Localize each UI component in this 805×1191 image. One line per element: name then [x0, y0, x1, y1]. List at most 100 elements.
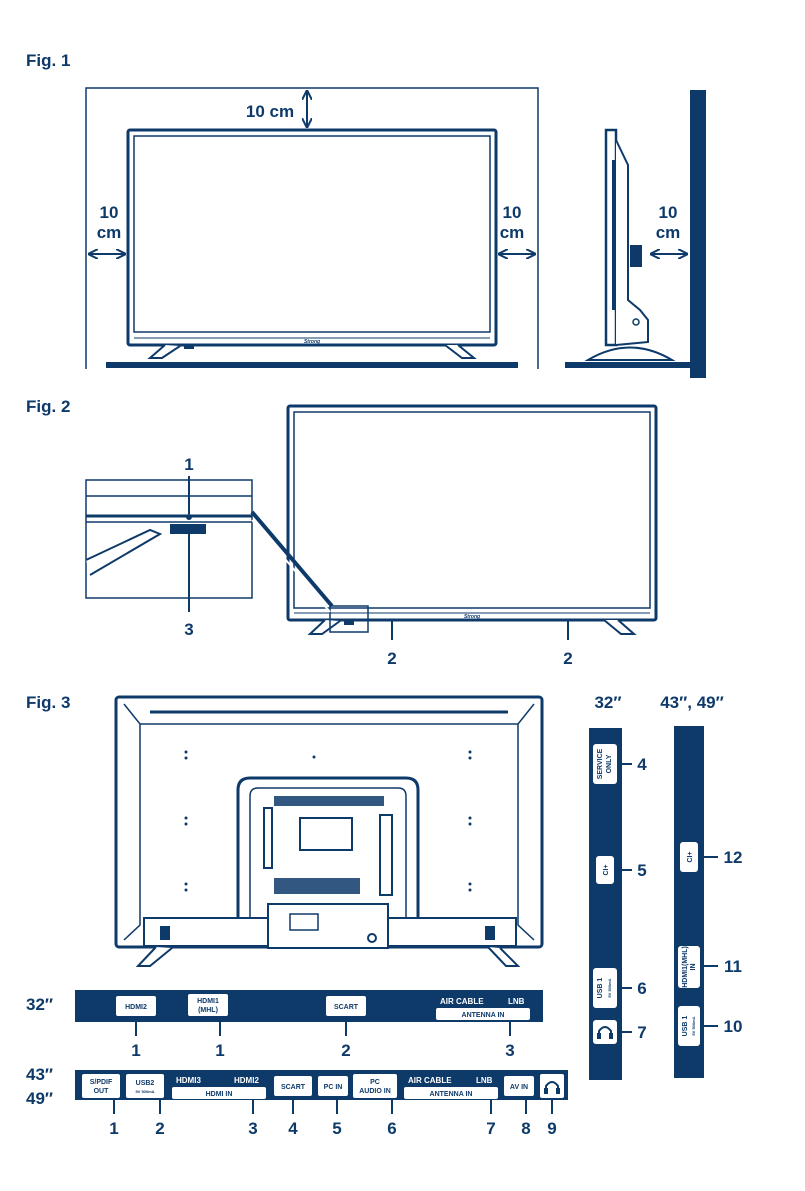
port-usb1-43-label: USB 1: [682, 1016, 689, 1037]
top-clearance-label: 10 cm: [246, 102, 294, 121]
antenna-in-43: ANTENNA IN: [430, 1091, 473, 1098]
headphone-icon: [597, 1026, 613, 1039]
bar43-num-3: 3: [248, 1119, 257, 1138]
port-usb1-32: [593, 968, 617, 1008]
right-clearance-num: 10: [503, 203, 522, 222]
callout-2-left: 2: [387, 649, 396, 668]
port-ci-32: [596, 856, 614, 884]
port-usb2-sub: 5V 500mA: [135, 1089, 154, 1094]
port-pc-audio-a: PC: [370, 1079, 380, 1086]
side-shelf: [565, 362, 690, 368]
right-clearance-unit: cm: [500, 223, 525, 242]
port-pc-in-label: PC IN: [324, 1084, 343, 1091]
fig2-title: Fig. 2: [26, 397, 70, 416]
svg-text:Strong: Strong: [464, 614, 480, 620]
port-usb1-32-label: USB 1: [597, 978, 604, 999]
port-av-in: [504, 1076, 534, 1096]
antenna-in-32-box: [436, 1008, 530, 1020]
callout-2-right: 2: [563, 649, 572, 668]
headphone-port-32: [593, 1020, 617, 1044]
bar32-num-2: 2: [341, 1041, 350, 1060]
hdmi2-label: HDMI2: [234, 1076, 259, 1085]
bar32-num-1a: 1: [131, 1041, 140, 1060]
bar43-num-1: 1: [109, 1119, 118, 1138]
air-cable-32: AIR CABLE: [440, 997, 484, 1006]
bar43-num-8: 8: [521, 1119, 530, 1138]
callout-3: 3: [184, 620, 193, 639]
bar43-num-7: 7: [486, 1119, 495, 1138]
num-10: 10: [724, 1017, 743, 1036]
lnb-32: LNB: [508, 997, 525, 1006]
num-7: 7: [637, 1023, 646, 1042]
port-hdmi2-32: [116, 996, 156, 1016]
port-hdmi1-43-label-b: IN: [690, 964, 697, 971]
air-cable-43: AIR CABLE: [408, 1076, 452, 1085]
hdmi-in-box: [172, 1087, 266, 1099]
port-service-label-b: ONLY: [606, 754, 613, 773]
num-11: 11: [724, 957, 742, 976]
bar32-num-1b: 1: [215, 1041, 224, 1060]
bar43-num-9: 9: [547, 1119, 556, 1138]
port-scart-43-label: SCART: [281, 1084, 306, 1091]
zoom-inset: [85, 476, 334, 613]
num-5: 5: [637, 861, 646, 880]
port-usb1-43-sub: 5V 500mA: [691, 1016, 696, 1035]
brand-logo: Strong: [304, 339, 320, 345]
port-usb2-label: USB2: [136, 1080, 155, 1087]
port-ci-32-label: CI+: [603, 864, 610, 875]
fig1-title: Fig. 1: [26, 51, 70, 70]
size-32-heading: 32″: [594, 693, 621, 712]
hdmi-in-label: HDMI IN: [206, 1091, 233, 1098]
antenna-in-43-box: [404, 1087, 498, 1099]
wall-clearance-unit: cm: [656, 223, 681, 242]
left-clearance-unit: cm: [97, 223, 122, 242]
headphone-port-43: [540, 1074, 564, 1098]
antenna-in-32: ANTENNA IN: [462, 1012, 505, 1019]
wall-clearance-num: 10: [659, 203, 678, 222]
port-pc-in: [318, 1076, 348, 1096]
bar43-num-5: 5: [332, 1119, 341, 1138]
clearance-frame: [85, 87, 539, 369]
fig3-title: Fig. 3: [26, 693, 70, 712]
port-usb1-43: [678, 1006, 700, 1046]
tv-side-view: [584, 128, 676, 361]
port-service-label-a: SERVICE: [597, 748, 604, 779]
headphone-icon: [544, 1081, 560, 1094]
port-ci-43: [680, 842, 698, 872]
port-spdif: [82, 1074, 120, 1098]
bar-32-label: 32″: [26, 995, 53, 1014]
port-scart-43: [274, 1076, 312, 1096]
bar-43-label: 43″: [26, 1065, 53, 1084]
tv-back-view: [114, 695, 544, 967]
port-scart-32: [326, 996, 366, 1016]
port-hdmi1-32: [188, 994, 228, 1016]
num-4: 4: [637, 755, 647, 774]
port-scart-32-label: SCART: [334, 1004, 359, 1011]
shelf: [106, 362, 518, 368]
left-clearance-num: 10: [100, 203, 119, 222]
port-hdmi1-32-b: (MHL): [198, 1007, 218, 1014]
bar43-num-6: 6: [387, 1119, 396, 1138]
lnb-43: LNB: [476, 1076, 493, 1085]
port-hdmi1-43: [678, 946, 700, 988]
port-usb1-32-sub: 5V 500mA: [607, 978, 612, 997]
port-pc-audio: [353, 1074, 397, 1098]
size-43-49-heading: 43″, 49″: [660, 693, 724, 712]
num-6: 6: [637, 979, 646, 998]
port-hdmi1-43-label-a: HDMI1(MHL): [682, 946, 689, 988]
port-spdif-b: OUT: [94, 1088, 110, 1095]
num-12: 12: [724, 848, 743, 867]
wall: [690, 90, 706, 378]
bar43-num-2: 2: [155, 1119, 164, 1138]
port-spdif-a: S/PDIF: [90, 1079, 113, 1086]
port-hdmi2-32-label: HDMI2: [125, 1004, 147, 1011]
bar-49-label: 49″: [26, 1089, 53, 1108]
port-service: [593, 744, 617, 784]
port-ci-43-label: CI+: [687, 851, 694, 862]
hdmi3-label: HDMI3: [176, 1076, 201, 1085]
port-usb2: [126, 1074, 164, 1098]
port-pc-audio-b: AUDIO IN: [359, 1088, 391, 1095]
tv-front-fig2: Strong: [286, 404, 658, 640]
bar43-num-4: 4: [288, 1119, 298, 1138]
